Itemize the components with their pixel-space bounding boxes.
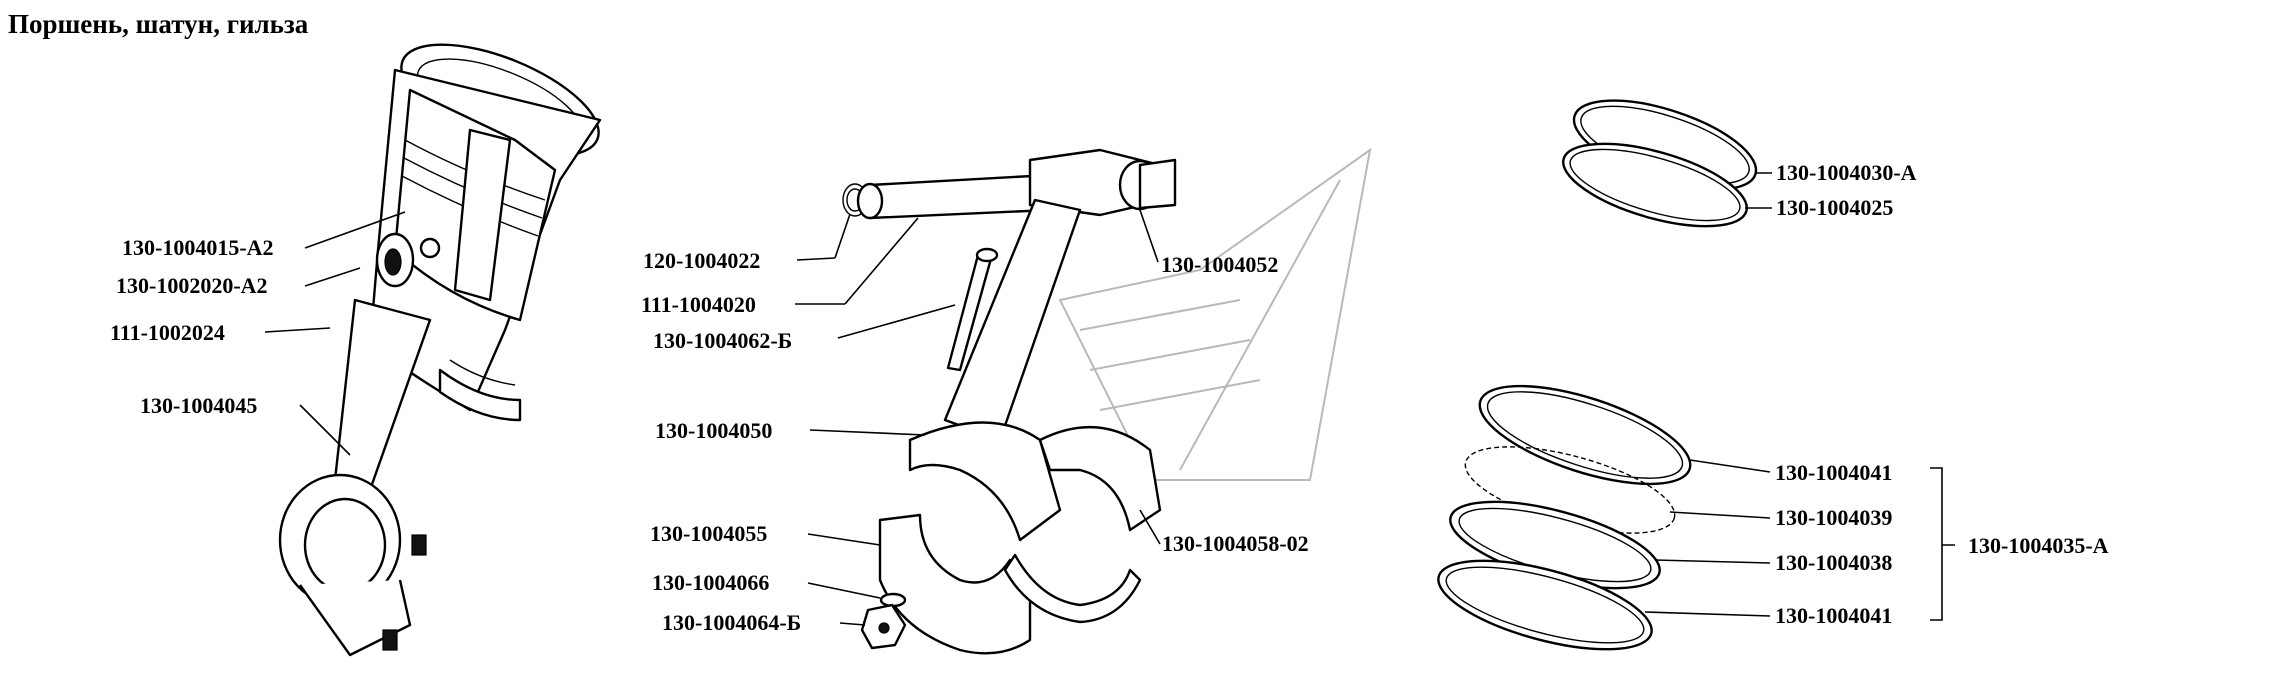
label-oil-ring-disc-2: 130-1004041 — [1775, 603, 1892, 628]
label-washer: 130-1004066 — [652, 570, 769, 595]
label-bushing: 130-1004052 — [1161, 252, 1278, 277]
label-bearing-shells: 130-1004058-02 — [1162, 531, 1309, 556]
label-piston-rings-a2: 130-1004015-А2 — [122, 235, 274, 260]
leader-line — [1644, 611, 1771, 617]
leader-line — [1139, 509, 1161, 545]
label-rod: 130-1004050 — [655, 418, 772, 443]
label-compression-ring-2: 130-1004025 — [1776, 195, 1893, 220]
label-rod-assembly: 130-1004045 — [140, 393, 257, 418]
leader-line — [304, 267, 361, 287]
leader-line — [807, 533, 881, 546]
leader-line — [304, 211, 406, 249]
connecting-rod-illustration — [842, 148, 1177, 655]
label-piston-pin: 111-1004020 — [641, 292, 756, 317]
leader-line — [1654, 559, 1771, 564]
leader-line — [1669, 511, 1771, 519]
label-nut: 130-1004064-Б — [662, 610, 801, 635]
leader-line — [299, 404, 351, 456]
leader-line — [264, 327, 331, 333]
label-cap: 130-1004055 — [650, 521, 767, 546]
leader-line — [837, 304, 956, 339]
leader-line — [809, 429, 926, 436]
oil-ring-set-bracket — [1930, 467, 1955, 621]
label-oil-ring-expander-radial: 130-1004038 — [1775, 550, 1892, 575]
diagram-title: Поршень, шатун, гильза — [8, 9, 309, 39]
compression-rings-illustration — [1562, 99, 1758, 228]
leader-line — [1689, 459, 1771, 473]
leader-line — [807, 582, 881, 599]
oil-ring-set-illustration — [1437, 384, 1692, 651]
leader-line — [1139, 209, 1159, 263]
leader-line — [839, 622, 866, 626]
label-liner-ring: 111-1002024 — [110, 320, 225, 345]
label-rod-bolt: 130-1004062-Б — [653, 328, 792, 353]
label-compression-ring-top: 130-1004030-А — [1776, 160, 1917, 185]
piston-liner-illustration — [278, 43, 602, 657]
label-oil-ring-set: 130-1004035-А — [1968, 533, 2109, 558]
leader-line — [844, 217, 919, 305]
label-oil-ring-expander-axial: 130-1004039 — [1775, 505, 1892, 530]
label-oil-ring-disc-1: 130-1004041 — [1775, 460, 1892, 485]
leader-line — [834, 213, 851, 259]
label-piston-a2: 130-1002020-А2 — [116, 273, 268, 298]
leader-line — [796, 257, 836, 261]
label-retaining-ring: 120-1004022 — [643, 248, 760, 273]
